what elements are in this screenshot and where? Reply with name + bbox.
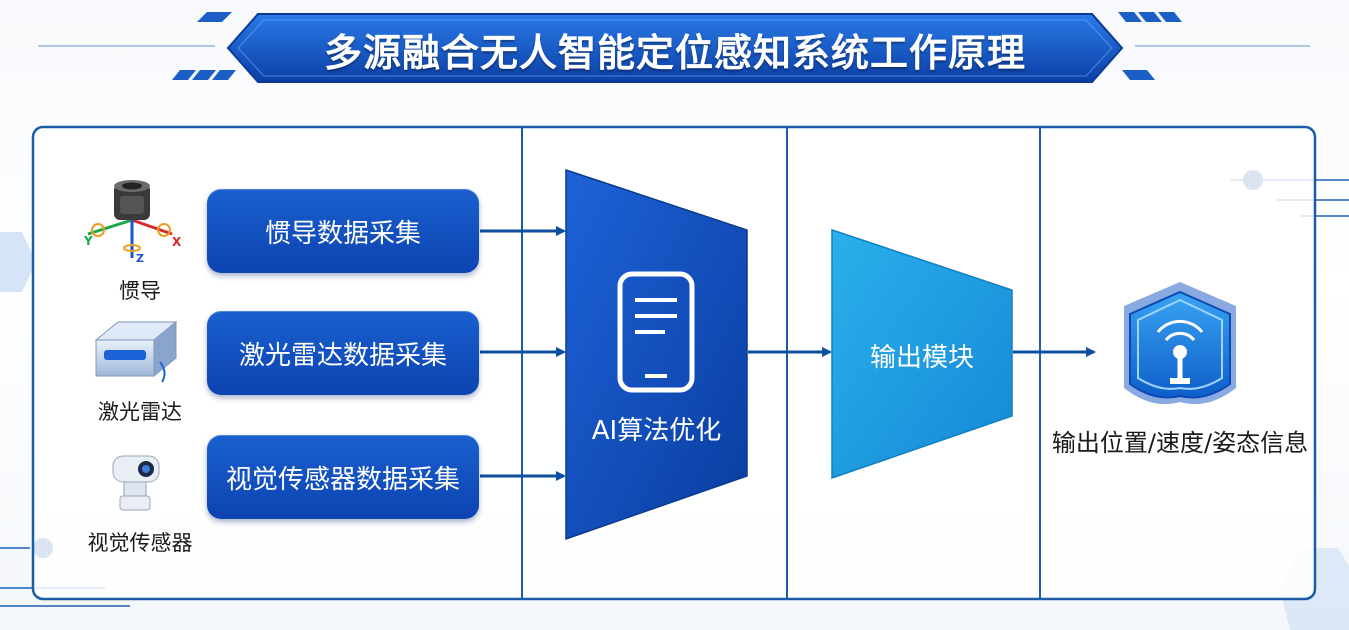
imu-axis-z: Z bbox=[136, 252, 144, 265]
imu-data-collection-box: 惯导数据采集 bbox=[207, 189, 479, 273]
smartphone-icon bbox=[617, 271, 695, 393]
output-module-block bbox=[831, 228, 1013, 480]
imu-sensor-icon: Y X Z bbox=[83, 180, 182, 265]
camera-data-collection-box: 视觉传感器数据采集 bbox=[207, 435, 479, 519]
page-title: 多源融合无人智能定位感知系统工作原理 bbox=[323, 30, 1026, 75]
output-info-label: 输出位置/速度/姿态信息 bbox=[1051, 429, 1309, 457]
camera-sensor-label: 视觉传感器 bbox=[87, 531, 193, 555]
title-banner bbox=[38, 12, 1310, 83]
ai-algorithm-label: AI算法优化 bbox=[591, 416, 722, 446]
output-module-label: 输出模块 bbox=[869, 343, 974, 373]
imu-sensor-label: 惯导 bbox=[119, 279, 161, 303]
title-right-stripes bbox=[1118, 12, 1182, 80]
imu-axis-y: Y bbox=[83, 234, 93, 248]
title-left-stripes bbox=[172, 12, 236, 80]
lidar-data-collection-box: 激光雷达数据采集 bbox=[207, 311, 479, 395]
signal-tower-icon bbox=[1124, 282, 1236, 405]
lidar-sensor-icon bbox=[94, 320, 178, 383]
flow-arrows bbox=[480, 226, 1096, 481]
lidar-sensor-label: 激光雷达 bbox=[98, 400, 182, 424]
imu-axis-x: X bbox=[172, 235, 182, 249]
ai-algorithm-block bbox=[565, 168, 748, 541]
camera-sensor-icon bbox=[112, 455, 160, 511]
